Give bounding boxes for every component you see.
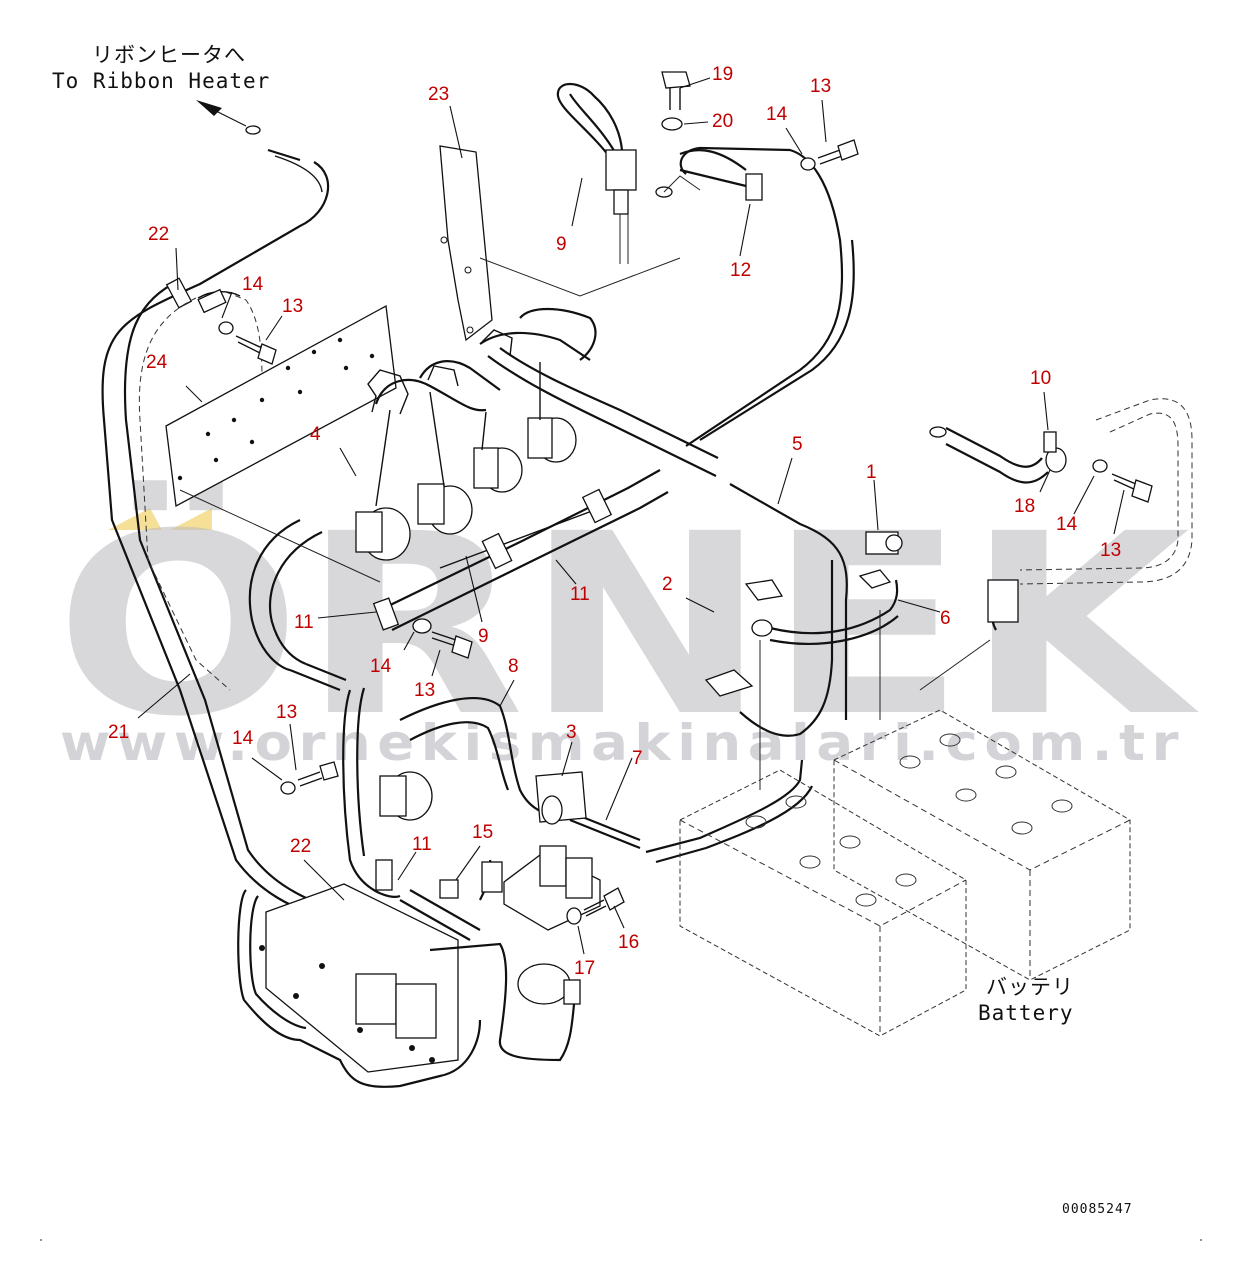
callout-9-mid: 9 bbox=[478, 626, 489, 647]
callout-13-left: 13 bbox=[276, 702, 297, 723]
callout-16: 16 bbox=[618, 932, 639, 953]
washer-20 bbox=[661, 117, 683, 131]
callout-14-right: 14 bbox=[1056, 514, 1078, 535]
callout-labels: 1 2 3 4 5 6 7 8 9 9 10 11 11 11 12 13 13… bbox=[108, 64, 1121, 979]
bolt-19 bbox=[661, 71, 691, 110]
relay-cluster bbox=[355, 308, 597, 561]
callout-13-top: 13 bbox=[810, 76, 831, 97]
leader-lines bbox=[137, 77, 1125, 955]
callout-10: 10 bbox=[1030, 368, 1051, 389]
callout-13-mid: 13 bbox=[414, 680, 435, 701]
bolt-13-top bbox=[800, 139, 859, 171]
callout-15: 15 bbox=[472, 822, 493, 843]
callout-23: 23 bbox=[428, 84, 449, 105]
callout-21: 21 bbox=[108, 722, 129, 743]
callout-20: 20 bbox=[712, 111, 733, 132]
callout-22-top: 22 bbox=[148, 224, 169, 245]
heater-9 bbox=[556, 82, 637, 264]
battery-front bbox=[679, 769, 967, 1037]
watermark-accent-left bbox=[108, 508, 162, 530]
callout-22-bottom: 22 bbox=[290, 836, 311, 857]
callout-3: 3 bbox=[566, 722, 577, 743]
clamp-12 bbox=[655, 149, 763, 201]
callout-7: 7 bbox=[632, 748, 643, 769]
callout-9-top: 9 bbox=[556, 234, 567, 255]
bolt-13-mid bbox=[412, 618, 473, 659]
callout-19: 19 bbox=[712, 64, 733, 85]
battery-pack bbox=[679, 610, 1131, 1037]
cable-4-loop bbox=[248, 519, 301, 672]
drawing-number: 00085247 bbox=[1062, 1202, 1133, 1217]
cable-right-10 bbox=[929, 398, 1193, 631]
bolt-13-left bbox=[280, 761, 339, 795]
watermark-brand: ÖRNEK bbox=[55, 480, 1200, 771]
callout-17: 17 bbox=[574, 958, 595, 979]
callout-24: 24 bbox=[146, 352, 168, 373]
cable-8 bbox=[342, 687, 641, 898]
callout-14-panel: 14 bbox=[242, 274, 264, 295]
callout-14-left: 14 bbox=[232, 728, 254, 749]
callout-8: 8 bbox=[508, 656, 519, 677]
bolt-13-panel bbox=[197, 288, 277, 365]
callout-1: 1 bbox=[866, 462, 877, 483]
relay-lower-left bbox=[375, 771, 433, 891]
control-panel bbox=[237, 883, 581, 1088]
callout-11-left: 11 bbox=[294, 612, 314, 633]
callout-4: 4 bbox=[310, 424, 321, 445]
callout-13-panel: 13 bbox=[282, 296, 303, 317]
callout-11-low: 11 bbox=[412, 834, 432, 855]
battery-jp-label: バッテリ bbox=[986, 975, 1074, 999]
ribbon-heater-note: リボンヒータへ To Ribbon Heater bbox=[52, 43, 270, 135]
watermark-url: www.ornekismakinalari.com.tr bbox=[60, 714, 1185, 772]
watermark: ÖRNEK www.ornekismakinalari.com.tr bbox=[55, 480, 1200, 772]
watermark-accent-right bbox=[170, 508, 212, 530]
bolt-16 bbox=[566, 887, 625, 925]
plate-23 bbox=[439, 145, 681, 342]
callout-14-mid: 14 bbox=[370, 656, 392, 677]
callout-12: 12 bbox=[730, 260, 751, 281]
callout-5: 5 bbox=[792, 434, 803, 455]
battery-en-label: Battery bbox=[978, 1001, 1074, 1025]
callout-11-mid: 11 bbox=[570, 584, 590, 605]
ribbon-heater-jp-label: リボンヒータへ bbox=[92, 43, 246, 67]
callout-13-right: 13 bbox=[1100, 540, 1121, 561]
callout-14-top: 14 bbox=[766, 104, 788, 125]
callout-18: 18 bbox=[1014, 496, 1035, 517]
battery-rear bbox=[833, 709, 1131, 981]
cable-5 bbox=[487, 146, 855, 720]
callout-6: 6 bbox=[940, 608, 951, 629]
panel-24 bbox=[165, 304, 397, 583]
ribbon-heater-arrow-icon bbox=[196, 100, 222, 116]
battery-cables bbox=[645, 531, 903, 864]
ribbon-heater-en-label: To Ribbon Heater bbox=[52, 69, 270, 93]
bolt-13-right bbox=[1092, 459, 1153, 503]
callout-2: 2 bbox=[662, 574, 673, 595]
